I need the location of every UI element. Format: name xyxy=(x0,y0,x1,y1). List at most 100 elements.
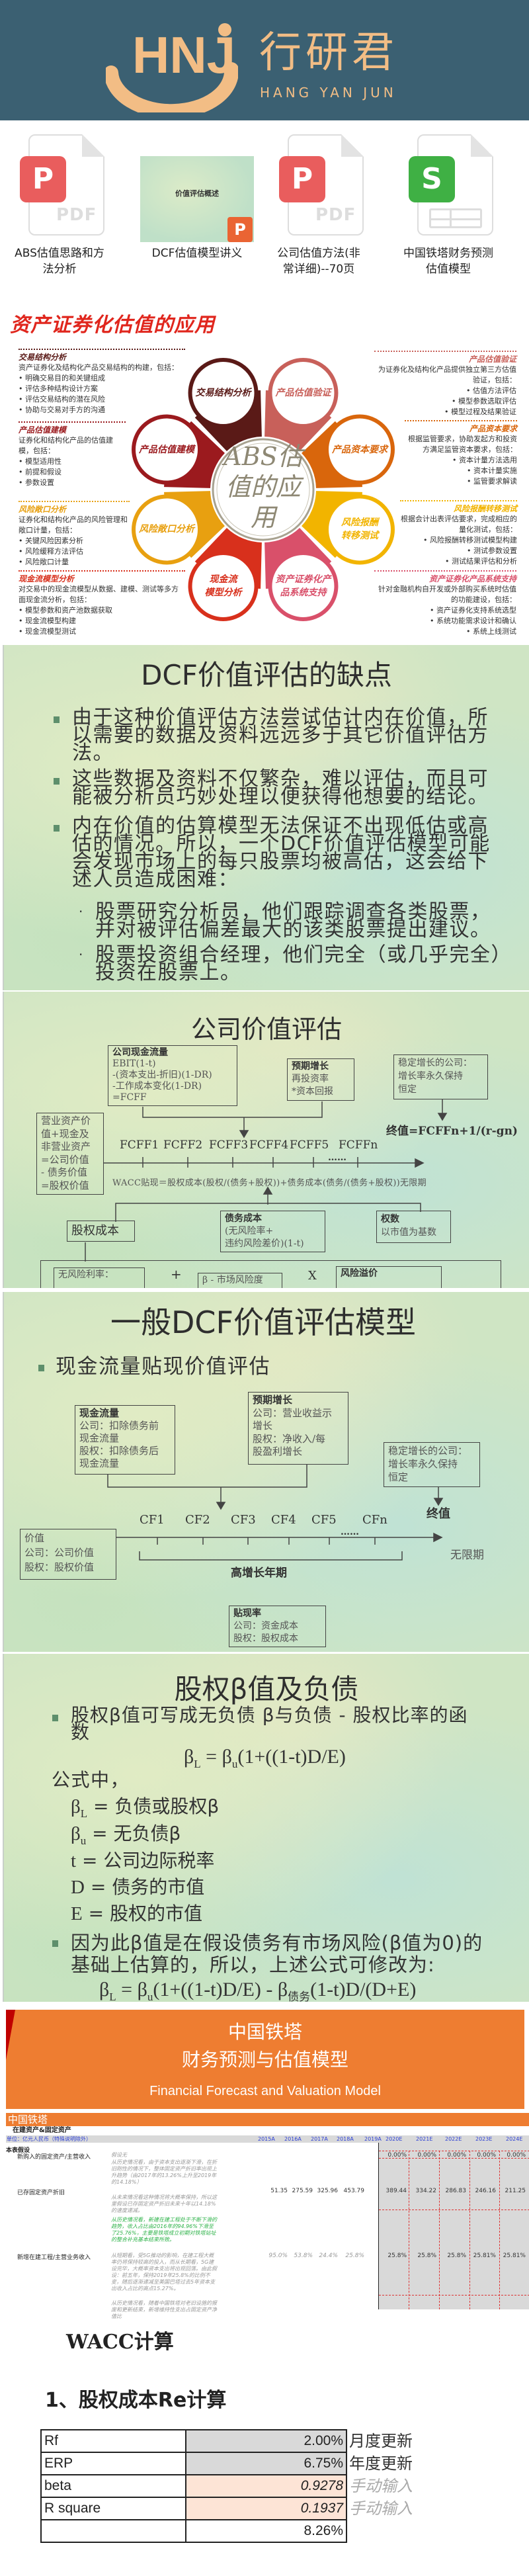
cash-flow-label: FCFF5 xyxy=(290,1138,329,1152)
param-value[interactable]: 0.9278 xyxy=(185,2474,347,2498)
slide-title: 公司价值评估 xyxy=(190,1015,342,1044)
abs-description-block: 风险报酬转移测试根据会计出表评估要求，完成相应的量化测试，包括：风险报酬转移测试… xyxy=(400,500,517,567)
bullet-icon xyxy=(54,778,60,785)
valuation-flow-lines xyxy=(85,1099,448,1262)
block-title: 现金流模型分析 xyxy=(19,574,75,583)
pdf-file-icon: PDF xyxy=(288,134,364,236)
table-row: 8.26% xyxy=(40,2519,347,2543)
block-bullet: 现金流模型测试 xyxy=(19,626,185,637)
projected-value[interactable]: 0.00% xyxy=(477,2152,496,2159)
bullet-text: 股权β值可写成无负债 β与负债 - 股权比率的函数 xyxy=(71,1704,468,1743)
cash-flow-box: 公司现金流量 EBIT(1-t)-(资本支出-折旧)(1-DR)-工作成本变化(… xyxy=(108,1045,237,1106)
projected-value[interactable]: 0.00% xyxy=(447,2152,466,2159)
cover-title: 中国铁塔 xyxy=(227,2021,302,2043)
block-title: 交易结构分析 xyxy=(19,353,67,362)
pdf-badge-icon: P xyxy=(279,156,325,202)
block-bullet: 测试结果评估和分析 xyxy=(400,556,517,567)
projected-value[interactable]: 25.8% xyxy=(417,2253,436,2259)
wacc-formula: WACC贴现＝股权成本(股权/(债务+股权))+债务成本(债务/(债务+股权))… xyxy=(112,1178,427,1188)
projected-value[interactable]: 0.00% xyxy=(507,2152,526,2159)
block-title: 产品资本要求 xyxy=(469,424,517,433)
block-bullet: 风险敞口计量 xyxy=(19,557,130,568)
param-value[interactable]: 0.1937 xyxy=(185,2497,347,2520)
svg-text:HNJ: HNJ xyxy=(132,26,235,84)
spreadsheet-badge-icon: S xyxy=(409,156,455,202)
sheet-banner: 中国铁塔 xyxy=(6,2113,529,2126)
weights-box: 权数以市值为基数 xyxy=(376,1211,451,1243)
param-name: Rf xyxy=(40,2429,186,2453)
block-bullet: 监管要求解读 xyxy=(405,476,517,487)
projected-value[interactable]: 211.25 xyxy=(505,2188,526,2194)
block-bullet: 模型参数选取评估 xyxy=(374,396,516,407)
block-bullet: 估值方法评估 xyxy=(374,386,516,396)
slide-title: DCF价值评估的缺点 xyxy=(141,659,392,691)
abs-description-block: 产品估值验证为证券化及结构化产品提供独立第三方估值验证，包括：估值方法评估模型参… xyxy=(374,351,516,417)
projected-value[interactable]: 25.8% xyxy=(387,2253,407,2259)
center-circle xyxy=(212,438,315,541)
cash-flow-label: FCFF3 xyxy=(209,1138,249,1152)
year-header: 2021E xyxy=(416,2136,433,2142)
projected-value[interactable]: 389.44 xyxy=(386,2188,407,2194)
bullet-icon xyxy=(52,1940,58,1947)
high-growth-period-label: 高增长年期 xyxy=(231,1567,287,1580)
cash-flow-box: 现金流量公司：扣除债务前现金流量股权：扣除债务后现金流量 xyxy=(75,1405,175,1475)
segment-label: 风险敞口分析 xyxy=(139,524,195,535)
projected-value[interactable]: 286.83 xyxy=(445,2188,467,2194)
file-dcf-ppt[interactable]: 价值评估概述 P DCF估值模型讲义 xyxy=(140,134,254,286)
expected-growth-box: 预期增长 再投资率*资本回报 xyxy=(287,1058,354,1101)
file-abs-pdf[interactable]: PDF P ABS估值思路和方法分析 xyxy=(13,134,106,286)
block-bullet: 模型适用性 xyxy=(19,456,126,467)
segment-circle xyxy=(268,358,339,429)
infinite-period-label: 无限期 xyxy=(450,1549,484,1562)
bullet-text: 因为此β值是在假设债务有市场风险(β值为0)的基础上估算的，所以，上述公式可修改… xyxy=(71,1932,483,1976)
projected-value[interactable]: 25.81% xyxy=(503,2253,526,2259)
projected-value[interactable]: 246.16 xyxy=(475,2188,497,2194)
projected-value[interactable]: 0.00% xyxy=(417,2152,436,2159)
block-desc: 为证券化及结构化产品提供独立第三方估值验证，包括： xyxy=(378,365,516,384)
segment-circle xyxy=(324,414,395,485)
block-title: 资产证券化产品系统支持 xyxy=(428,574,516,583)
segment-label: 产品资本要求 xyxy=(331,444,387,455)
segment-label: 产品估值建模 xyxy=(139,444,195,455)
block-desc: 证券化和结构化产品的估值建模，包括： xyxy=(19,436,113,455)
param-name: R square xyxy=(40,2497,186,2520)
plus-sign: + xyxy=(171,1266,182,1282)
abs-section-title: 资产证券化估值的应用 xyxy=(10,314,215,337)
row-note: 从短期看，受5G推动的影响，在建工程大概率仍将保持较高的投入，而从长期看，5G建… xyxy=(111,2253,217,2292)
file-label: 中国铁塔财务预测估值模型 xyxy=(403,247,493,276)
segment-label: 现金流模型分析 xyxy=(204,574,242,598)
cash-flow-label: CF4 xyxy=(271,1513,296,1527)
formula-definition: D = 债务的市值 xyxy=(71,1876,205,1899)
cash-flow-label: FCFF2 xyxy=(163,1138,203,1152)
slide-equity-beta: 股权β值及负债 股权β值可写成无负债 β与负债 - 股权比率的函数 βL = β… xyxy=(3,1654,529,2002)
projected-value[interactable]: 0.00% xyxy=(387,2152,407,2159)
segment-label: 风险报酬转移测试 xyxy=(341,517,378,542)
cost-of-equity-box: 无风险利率： + β - 市场风险度 X 风险溢价 xyxy=(40,1260,501,1288)
historical-value: 51.35 xyxy=(270,2188,288,2194)
projected-value[interactable]: 25.81% xyxy=(473,2253,496,2259)
cash-flow-label: CF3 xyxy=(231,1513,256,1527)
segment-circle xyxy=(324,494,395,565)
sheet-section-title: 在建资产&固定资产 xyxy=(13,2127,71,2134)
segment-label: 交易结构分析 xyxy=(195,388,251,399)
slide-title: 股权β值及负债 xyxy=(174,1673,359,1705)
slide-general-dcf-model: 一般DCF价值评估模型 现金流量贴现价值评估 现金流量公司：扣除债务前现金流量股… xyxy=(3,1292,529,1652)
file-valuation-pdf[interactable]: PDF P 公司估值方法(非常详细)--70页 xyxy=(272,134,365,286)
historical-value: 95.0% xyxy=(268,2253,288,2259)
file-tower-xls[interactable]: S 中国铁塔财务预测估值模型 xyxy=(402,134,495,286)
value-box: 营业资产价值+现金及非营业资产=公司价值- 债务价值=股权价值 xyxy=(36,1113,104,1195)
bullet-text: 现金流量贴现价值评估 xyxy=(56,1355,270,1379)
equity-cost-box: 股权成本 xyxy=(67,1221,135,1242)
corner-accent xyxy=(6,2010,15,2060)
projected-value[interactable]: 25.8% xyxy=(447,2253,466,2259)
ellipsis: …… xyxy=(328,1152,346,1163)
year-header: 2015A xyxy=(258,2136,275,2142)
projected-value[interactable]: 334.22 xyxy=(415,2188,437,2194)
block-bullet: 评估多种结构设计方案 xyxy=(19,384,185,394)
year-header: 2017A xyxy=(311,2136,328,2142)
